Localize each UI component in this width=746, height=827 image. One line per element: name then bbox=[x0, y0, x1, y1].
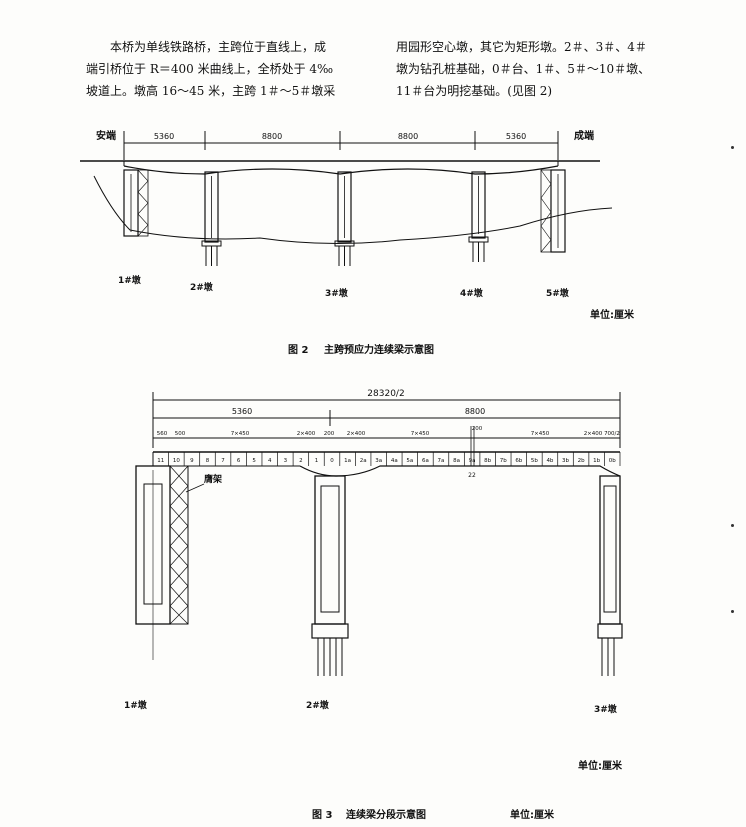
pier-label: 5#墩 bbox=[546, 287, 570, 299]
dim-label: 200 bbox=[324, 431, 335, 437]
dim-label: 500 bbox=[175, 431, 186, 437]
span-label: 8800 bbox=[398, 132, 418, 141]
pier-3 bbox=[337, 171, 352, 243]
margin-dot bbox=[731, 524, 734, 527]
span-label: 5360 bbox=[506, 132, 526, 141]
segment-label: 3 bbox=[284, 458, 288, 464]
segment-label: 3b bbox=[562, 458, 569, 464]
segment-label: 7a bbox=[438, 458, 445, 464]
segment-label: 6b bbox=[515, 458, 522, 464]
dim-label: 700/2 bbox=[604, 431, 620, 437]
pier-label: 1#墩 bbox=[118, 274, 142, 286]
segment-label: 9 bbox=[190, 458, 194, 464]
text-line: 墩为钻孔桩基础，0＃台、1＃、5＃～10＃墩、 bbox=[396, 62, 651, 76]
figure-caption-unit: 单位:厘米 bbox=[510, 810, 554, 821]
ground-line bbox=[93, 175, 613, 245]
segment-label: 0b bbox=[609, 458, 616, 464]
segment-label: 6a bbox=[422, 458, 429, 464]
figure-caption-number: 图 3 bbox=[312, 810, 333, 821]
bracket-label: 膺架 bbox=[204, 473, 222, 485]
text-line: 本桥为单线铁路桥，主跨位于直线上，成 bbox=[110, 40, 327, 54]
segment-label: 11 bbox=[157, 458, 164, 464]
segment-label: 7b bbox=[500, 458, 507, 464]
span-label: 5360 bbox=[232, 407, 252, 416]
segment-label: 8b bbox=[484, 458, 491, 464]
text-line: 用园形空心墩，其它为矩形墩。2＃、3＃、4＃ bbox=[396, 40, 647, 54]
pier-label: 3#墩 bbox=[325, 287, 349, 299]
text-line: 坡道上。墩高 16～45 米，主跨 1＃～5＃墩采 bbox=[86, 84, 336, 98]
segment-label: 10 bbox=[173, 458, 180, 464]
pier-5 bbox=[550, 169, 566, 253]
dim-label: 7×450 bbox=[231, 431, 250, 437]
span-label: 8800 bbox=[262, 132, 282, 141]
segment-label: 1 bbox=[315, 458, 319, 464]
pier-label: 2#墩 bbox=[190, 281, 214, 293]
pier-2 bbox=[314, 475, 346, 625]
pier-label: 1#墩 bbox=[124, 699, 148, 711]
margin-dot bbox=[731, 610, 734, 613]
deck-soffit bbox=[123, 165, 559, 175]
end-label-right: 成端 bbox=[574, 129, 594, 142]
text-line: 11＃台为明挖基础。(见图 2) bbox=[396, 84, 553, 98]
pier-2-hollow bbox=[320, 485, 340, 613]
dim-label: 200 bbox=[472, 426, 483, 432]
dim-label: 7×450 bbox=[411, 431, 430, 437]
pier-label: 4#墩 bbox=[460, 287, 484, 299]
body-text-left: 本桥为单线铁路桥，主跨位于直线上，成 端引桥位于 R＝400 米曲线上，全桥处于… bbox=[86, 36, 370, 102]
pier-label: 3#墩 bbox=[594, 703, 618, 715]
figure-3-drawing: 28320/2 5360 8800 560 500 7×450 2×400 20… bbox=[124, 389, 623, 715]
pier-4 bbox=[471, 171, 486, 239]
end-label-left: 安端 bbox=[96, 129, 116, 142]
segment-label: 5a bbox=[406, 458, 413, 464]
figure-caption: 主跨预应力连续梁示意图 bbox=[324, 345, 434, 356]
unit-label: 单位:厘米 bbox=[578, 761, 622, 772]
segment-label: 1a bbox=[344, 458, 351, 464]
segment-label: 1b bbox=[593, 458, 600, 464]
closure-label: 22 bbox=[468, 472, 476, 479]
segment-label: 4a bbox=[391, 458, 398, 464]
segment-label: 2b bbox=[578, 458, 585, 464]
segment-label: 9a bbox=[469, 458, 476, 464]
segment-label: 3a bbox=[375, 458, 382, 464]
figure-caption-number: 图 2 bbox=[288, 345, 309, 356]
segment-label: 4 bbox=[268, 458, 272, 464]
segment-label: 2 bbox=[299, 458, 303, 464]
segment-label: 7 bbox=[221, 458, 225, 464]
pier-3 bbox=[599, 475, 621, 625]
segment-label: 8 bbox=[206, 458, 210, 464]
dim-label: 560 bbox=[157, 431, 168, 437]
segment-label: 0 bbox=[330, 458, 334, 464]
falsework bbox=[169, 465, 189, 625]
segment-label: 8a bbox=[453, 458, 460, 464]
total-length-label: 28320/2 bbox=[367, 389, 404, 399]
falsework bbox=[137, 169, 149, 237]
dim-label: 2×400 bbox=[584, 431, 603, 437]
text-line: 端引桥位于 R＝400 米曲线上，全桥处于 4‰ bbox=[86, 62, 334, 76]
pier-label: 2#墩 bbox=[306, 699, 330, 711]
segment-label: 6 bbox=[237, 458, 241, 464]
dim-label: 2×400 bbox=[297, 431, 316, 437]
body-text-right: 用园形空心墩，其它为矩形墩。2＃、3＃、4＃ 墩为钻孔桩基础，0＃台、1＃、5＃… bbox=[396, 36, 684, 102]
segment-label: 2a bbox=[360, 458, 367, 464]
segment-label: 4b bbox=[546, 458, 553, 464]
pier-2 bbox=[204, 171, 219, 243]
span-label: 5360 bbox=[154, 132, 174, 141]
segment-label: 5b bbox=[531, 458, 538, 464]
unit-label: 单位:厘米 bbox=[590, 310, 634, 321]
span-label: 8800 bbox=[465, 407, 485, 416]
dim-label: 2×400 bbox=[347, 431, 366, 437]
margin-dot bbox=[731, 146, 734, 149]
dim-label: 7×450 bbox=[531, 431, 550, 437]
segment-label: 5 bbox=[252, 458, 256, 464]
figure-caption: 连续梁分段示意图 bbox=[346, 810, 426, 821]
